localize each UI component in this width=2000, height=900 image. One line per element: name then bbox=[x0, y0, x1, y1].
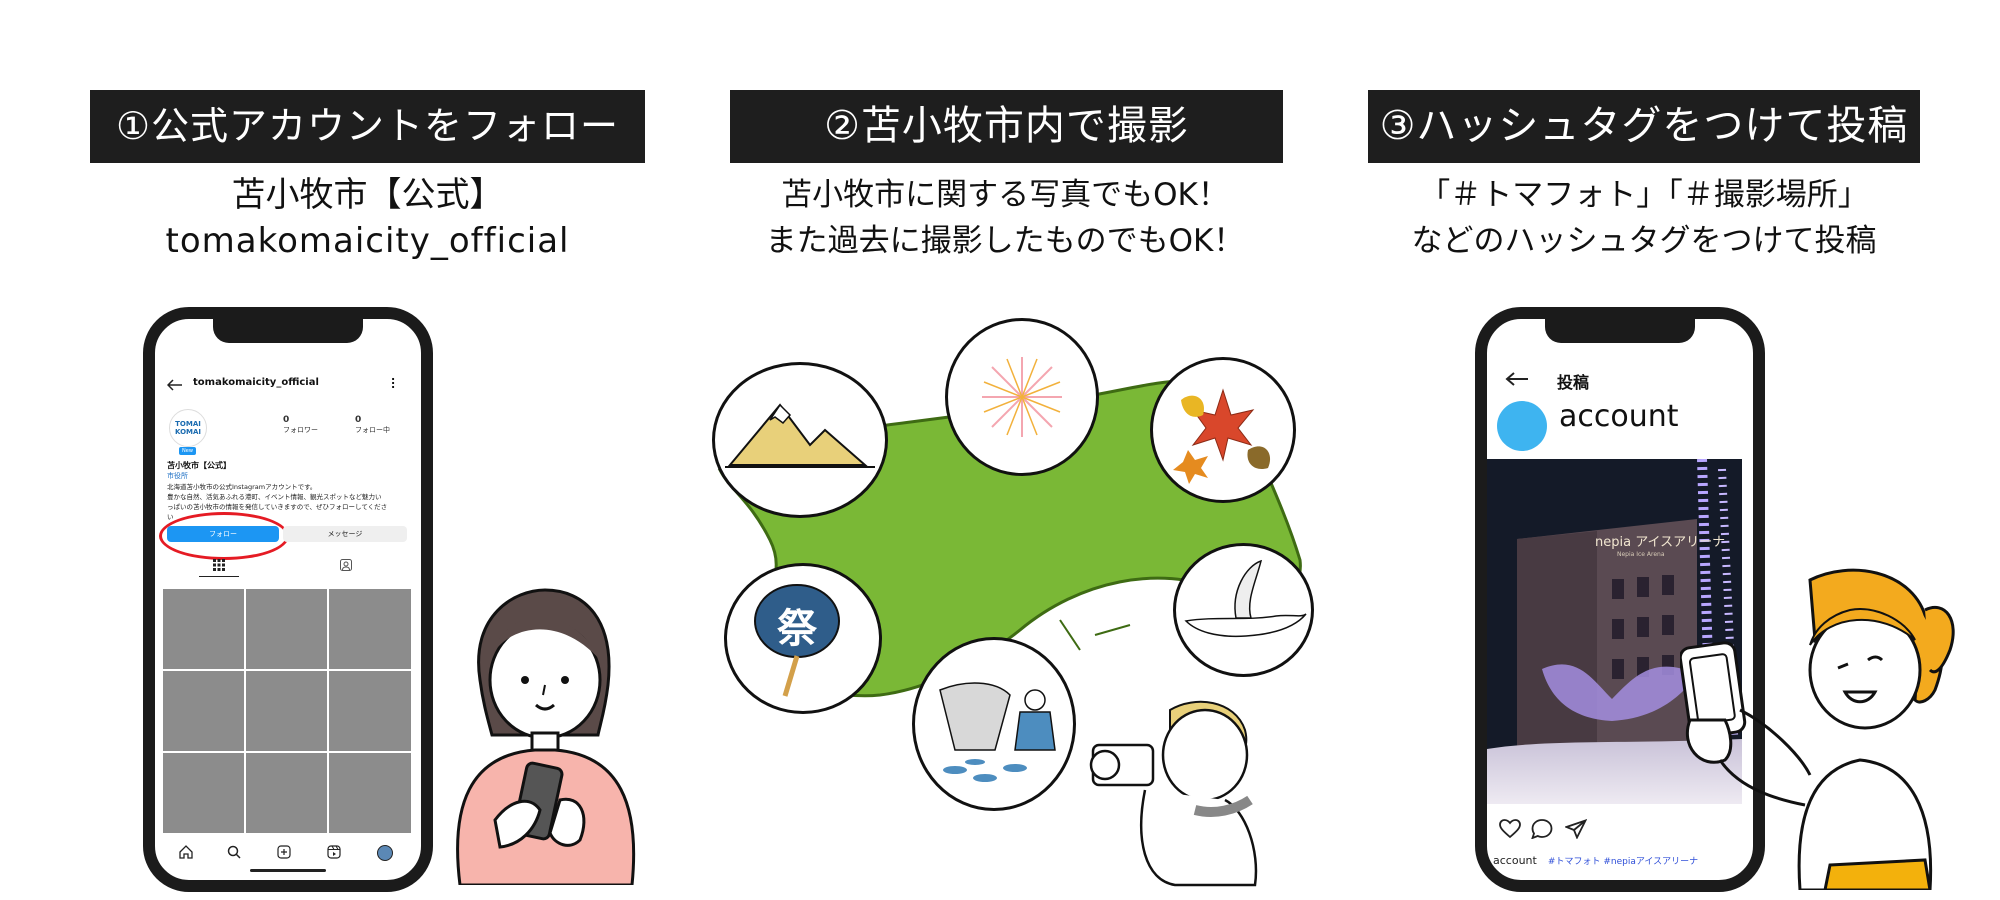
home-indicator bbox=[250, 869, 326, 872]
grid-photo[interactable] bbox=[163, 753, 244, 833]
autumn-leaves-icon bbox=[1173, 388, 1271, 484]
grid-photo[interactable] bbox=[329, 753, 411, 833]
bio-line: っぱいの苫小牧市の情報を発信していきますので、ぜひフォローしてくださ bbox=[167, 503, 388, 511]
bio-line: 豊かな自然、活気あふれる港町、イベント情報、観光スポットなど魅力い bbox=[167, 493, 382, 501]
woman-with-phone-illustration bbox=[456, 588, 636, 885]
stat-following-label: フォロー中 bbox=[355, 426, 390, 434]
step3-caption-line2: などのハッシュタグをつけて投稿 bbox=[1411, 223, 1877, 259]
avatar-logo-line1: TOMAI bbox=[175, 420, 201, 428]
photo-sign-text: nepia アイスアリーナ bbox=[1595, 535, 1726, 550]
step1-banner: ①公式アカウントをフォロー bbox=[90, 90, 645, 163]
active-tab-underline bbox=[199, 576, 239, 577]
avatar-logo-line2: KOMAI bbox=[174, 428, 202, 436]
profile-username: tomakomaicity_official bbox=[193, 377, 319, 388]
step1-caption: 苫小牧市【公式】 tomakomaicity_official bbox=[90, 172, 645, 264]
grid-photo[interactable] bbox=[329, 589, 411, 669]
step2-banner: ②苫小牧市内で撮影 bbox=[730, 90, 1283, 163]
step3-caption-line1: 「＃トマフォト」「＃撮影場所」 bbox=[1419, 177, 1869, 213]
heart-icon[interactable] bbox=[1499, 819, 1521, 839]
phone-profile-mockup: tomakomaicity_official ... TOMAI KOMAI N… bbox=[143, 307, 433, 892]
step1-caption-line1: 苫小牧市【公式】 bbox=[231, 175, 504, 215]
reels-icon[interactable] bbox=[327, 845, 341, 859]
post-header-title: 投稿 bbox=[1557, 373, 1590, 392]
comment-icon[interactable] bbox=[1531, 819, 1553, 839]
stat-following[interactable]: 0 フォロー中 bbox=[355, 415, 390, 435]
step3-caption: 「＃トマフォト」「＃撮影場所」 などのハッシュタグをつけて投稿 bbox=[1340, 172, 1948, 264]
post-caption: account #トマフォト #nepiaアイスアリーナ bbox=[1493, 849, 1743, 868]
phone-notch bbox=[213, 317, 363, 343]
scene-bubble-festival-fan: 祭 bbox=[724, 563, 882, 714]
grid-photo[interactable] bbox=[329, 671, 411, 751]
bio-line: い bbox=[167, 513, 174, 521]
account-avatar[interactable] bbox=[1497, 401, 1547, 451]
add-icon[interactable] bbox=[277, 845, 291, 859]
search-icon[interactable] bbox=[227, 845, 241, 859]
new-badge: New bbox=[179, 447, 196, 455]
stat-followers-count: 0 bbox=[283, 415, 290, 425]
profile-bio: 北海道苫小牧市の公式Instagramアカウントです。 豊かな自然、活気あふれる… bbox=[167, 482, 417, 522]
caption-account[interactable]: account bbox=[1493, 854, 1537, 867]
account-name[interactable]: account bbox=[1559, 399, 1679, 434]
grid-photo[interactable] bbox=[246, 589, 327, 669]
tagged-person-icon[interactable] bbox=[340, 559, 352, 571]
message-button[interactable]: メッセージ bbox=[283, 526, 407, 542]
profile-display-name: 苫小牧市【公式】 bbox=[167, 461, 231, 470]
stat-followers[interactable]: 0 フォロワー bbox=[283, 415, 318, 435]
step2-caption: 苫小牧市に関する写真でもOK！ また過去に撮影したものでもOK！ bbox=[700, 172, 1310, 264]
profile-icon[interactable] bbox=[377, 845, 393, 861]
phone-notch bbox=[1545, 317, 1695, 343]
step2-caption-line2: また過去に撮影したものでもOK！ bbox=[765, 223, 1245, 259]
photographer-illustration bbox=[1089, 700, 1258, 887]
profile-category: 市役所 bbox=[167, 472, 188, 480]
festival-fan-icon bbox=[754, 584, 840, 697]
fishing-icon bbox=[939, 682, 1056, 782]
avatar[interactable]: TOMAI KOMAI bbox=[169, 409, 207, 447]
post-photo[interactable]: nepia アイスアリーナ Nepia Ice Arena bbox=[1487, 459, 1742, 804]
step2-caption-line1: 苫小牧市に関する写真でもOK！ bbox=[781, 177, 1229, 213]
more-vertical-icon[interactable]: ... bbox=[391, 370, 396, 391]
scene-bubble-fireworks bbox=[945, 318, 1099, 476]
grid-icon[interactable] bbox=[213, 559, 225, 571]
fireworks-icon bbox=[982, 357, 1062, 437]
follow-highlight-ellipse bbox=[159, 512, 289, 560]
scene-bubble-swan bbox=[1173, 543, 1314, 677]
arena-night-photo bbox=[1487, 459, 1742, 804]
stat-following-count: 0 bbox=[355, 415, 362, 425]
phone-post-mockup: 投稿 account bbox=[1475, 307, 1765, 892]
share-icon[interactable] bbox=[1565, 819, 1587, 839]
step1-caption-line2: tomakomaicity_official bbox=[165, 221, 570, 261]
grid-photo[interactable] bbox=[163, 589, 244, 669]
photo-sign-subtext: Nepia Ice Arena bbox=[1617, 551, 1665, 558]
grid-photo[interactable] bbox=[163, 671, 244, 751]
caption-hashtags[interactable]: #トマフォト #nepiaアイスアリーナ bbox=[1547, 857, 1699, 867]
home-icon[interactable] bbox=[179, 845, 193, 859]
stat-followers-label: フォロワー bbox=[283, 426, 318, 434]
mountain-icon bbox=[725, 403, 875, 468]
bio-line: 北海道苫小牧市の公式Instagramアカウントです。 bbox=[167, 483, 317, 491]
scene-bubble-fishing bbox=[912, 637, 1076, 811]
scene-bubble-autumn-leaves bbox=[1150, 357, 1296, 503]
arrow-left-icon[interactable] bbox=[167, 379, 183, 391]
arrow-left-icon[interactable] bbox=[1505, 371, 1529, 387]
swan-icon bbox=[1184, 559, 1307, 638]
scene-bubble-mountain bbox=[712, 362, 888, 518]
step3-banner: ③ハッシュタグをつけて投稿 bbox=[1368, 90, 1920, 163]
festival-fan-text: 祭 bbox=[777, 606, 817, 652]
grid-photo[interactable] bbox=[246, 753, 327, 833]
woman-pointing-illustration bbox=[1680, 568, 1955, 890]
grid-photo[interactable] bbox=[246, 671, 327, 751]
